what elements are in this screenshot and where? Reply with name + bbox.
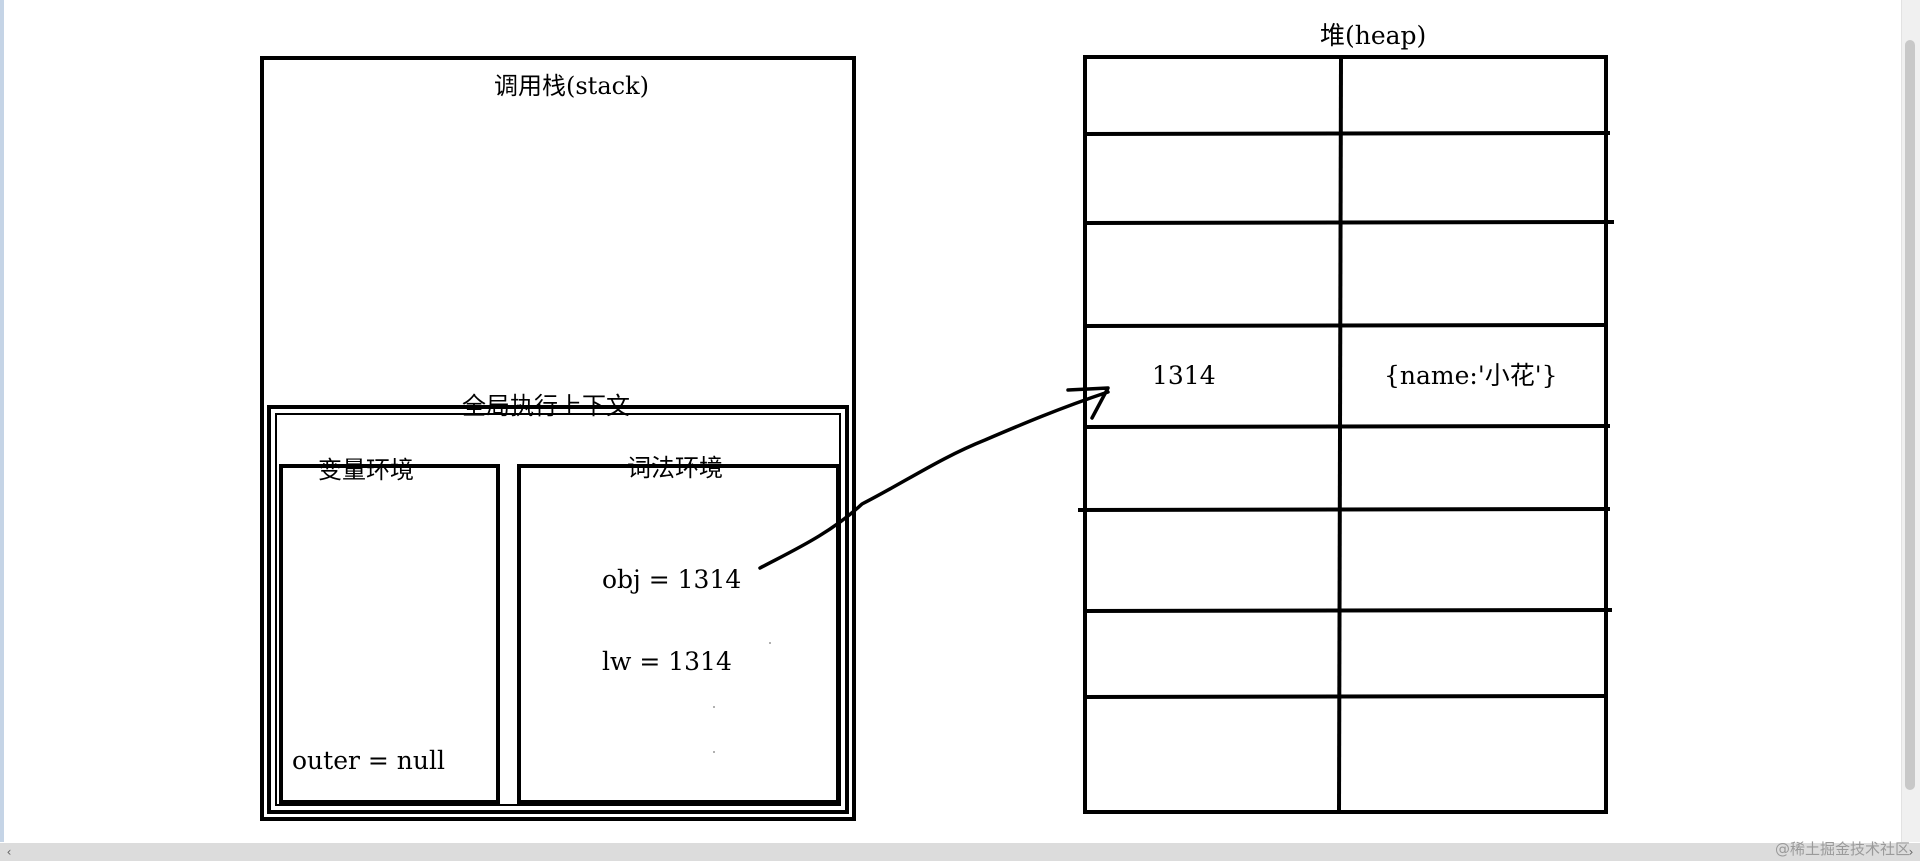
lexical-env-entry: lw = 1314: [602, 647, 732, 676]
heap-row-line: [1084, 608, 1613, 613]
variable-env-entry: outer = null: [292, 746, 445, 775]
heap-row-line: [1077, 507, 1611, 512]
lexical-env-box: [517, 464, 840, 804]
heap-table: [1083, 55, 1608, 814]
vertical-scrollbar-thumb[interactable]: [1905, 40, 1915, 790]
lexical-env-title: 词法环境: [627, 454, 723, 482]
variable-env-box: [279, 464, 500, 804]
horizontal-scrollbar[interactable]: ‹ ›: [0, 843, 1920, 861]
stray-dot: [713, 751, 715, 753]
reference-arrow: [758, 390, 1110, 570]
stack-box: [260, 56, 856, 821]
heap-row-line: [1084, 131, 1611, 136]
stray-dot: [713, 706, 715, 708]
heap-row-line: [1084, 694, 1609, 699]
scroll-right-icon[interactable]: ›: [1908, 845, 1914, 859]
heap-title: 堆(heap): [1320, 21, 1427, 50]
global-context-box: [267, 405, 849, 814]
stack-title: 调用栈(stack): [494, 72, 649, 100]
window-left-edge: [0, 0, 4, 842]
watermark: @稀土掘金技术社区: [1774, 840, 1910, 858]
scroll-left-icon[interactable]: ‹: [6, 845, 12, 859]
reference-arrow-head: [1066, 386, 1110, 420]
heap-value: {name:'小花'}: [1384, 361, 1558, 390]
heap-column-divider: [1337, 56, 1343, 813]
heap-row-line: [1084, 220, 1615, 225]
heap-row-line: [1084, 323, 1607, 328]
vertical-scrollbar[interactable]: [1901, 0, 1920, 842]
variable-env-title: 变量环境: [318, 456, 414, 484]
heap-address: 1314: [1152, 361, 1216, 390]
global-context-title: 全局执行上下文: [462, 392, 630, 420]
stray-dot: [769, 642, 771, 644]
lexical-env-entry: obj = 1314: [602, 565, 742, 594]
heap-row-line: [1084, 424, 1611, 429]
